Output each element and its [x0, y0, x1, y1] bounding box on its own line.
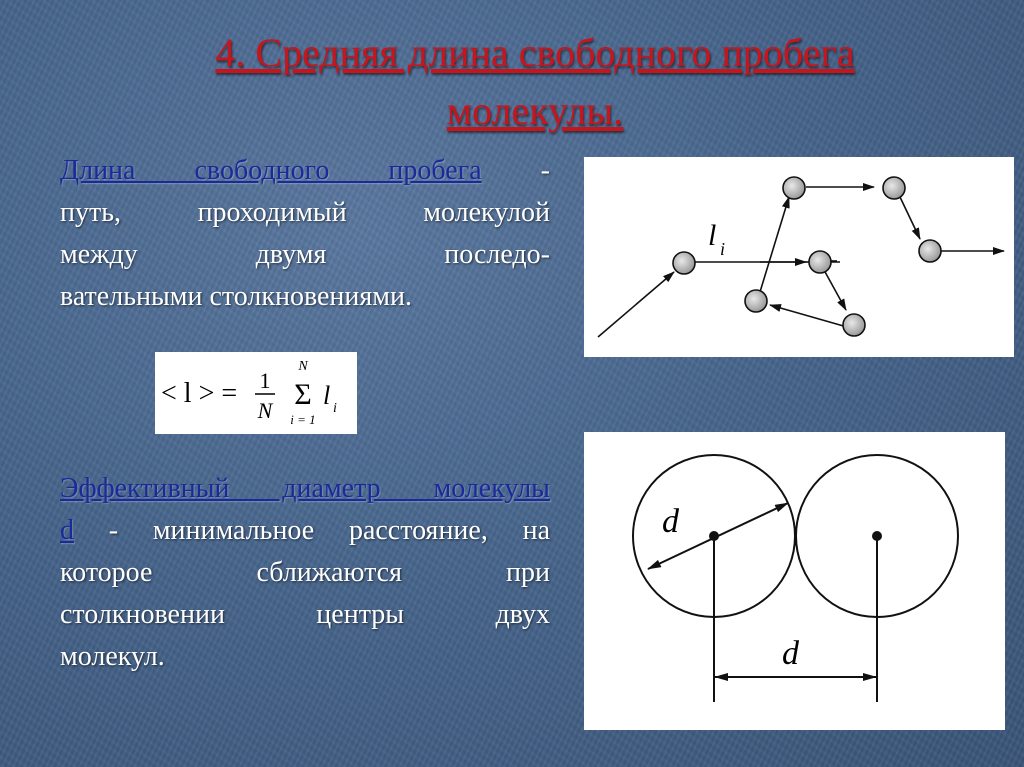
slide-title: 4. Средняя длина свободного пробега моле…: [150, 24, 920, 140]
term-effective-diameter: Эффективный диаметр молекулы: [60, 473, 550, 504]
molecule-7: [918, 239, 942, 263]
label-d-radius: d: [662, 503, 680, 540]
term-symbol-d: d: [60, 515, 74, 546]
title-line-2: молекулы.: [446, 88, 624, 133]
definition-free-path-line-3: между двумя последо-: [60, 239, 550, 270]
molecule-6: [882, 176, 906, 200]
term-free-path: Длина свободного пробега: [60, 155, 482, 186]
molecule-5: [782, 176, 806, 200]
definition-diameter-text-after-symbol: - минимальное расстояние, на: [74, 515, 550, 546]
title-line-1: 4. Средняя длина свободного пробега: [215, 30, 855, 75]
definition-free-path: Длина свободного пробега - путь, проходи…: [60, 150, 550, 318]
free-path-diagram: l i: [584, 157, 1014, 357]
formula-frac-num: 1: [260, 368, 271, 393]
formula-term-sub: i: [333, 401, 337, 416]
formula-svg: < l > = 1 N N Σ i = 1 l i: [161, 359, 337, 427]
label-li-sub: i: [720, 239, 725, 259]
molecule-1: [672, 251, 696, 275]
trajectory-segment-in: [597, 271, 675, 338]
definition-free-path-line-1: Длина свободного пробега -: [60, 150, 550, 192]
definition-free-path-line-4: вательными столкновениями.: [60, 281, 412, 312]
center-dot-left: [709, 531, 719, 541]
effective-diameter-diagram: d d: [584, 432, 1005, 730]
formula-sum-symbol: Σ: [294, 378, 311, 411]
formula-sum-bottom: i = 1: [290, 412, 315, 427]
formula-lhs: < l > =: [161, 378, 237, 409]
segment-mol4-mol5: [769, 304, 848, 328]
mean-free-path-formula: < l > = 1 N N Σ i = 1 l i: [155, 352, 357, 434]
definition-diameter-line-4: столкновении центры двух: [60, 599, 550, 630]
segment-mol5-mol6: [755, 196, 790, 306]
definition-diameter-line-5: молекул.: [60, 641, 165, 672]
dash: -: [481, 155, 550, 186]
definition-diameter-line-3: которое сближаются при: [60, 557, 550, 588]
label-d-distance: d: [782, 635, 800, 672]
molecule-3: [842, 313, 866, 337]
formula-term: l: [323, 381, 330, 410]
definition-diameter-line-1: Эффективный диаметр молекулы: [60, 468, 550, 510]
segment-mol3-mol4-arrow: [823, 269, 847, 311]
segment-mol7-mol8: [899, 196, 921, 240]
label-li: l: [708, 219, 716, 252]
molecule-2: [808, 250, 832, 274]
definition-free-path-line-2: путь, проходимый молекулой: [60, 197, 550, 228]
center-dot-right: [872, 531, 882, 541]
trajectory-svg: l i: [597, 176, 1005, 338]
molecule-4: [744, 289, 768, 313]
definition-effective-diameter: Эффективный диаметр молекулы d - минимал…: [60, 468, 550, 678]
formula-frac-den: N: [257, 398, 274, 423]
definition-diameter-line-2: d - минимальное расстояние, на: [60, 510, 550, 552]
diameter-svg: d d: [632, 454, 959, 702]
formula-sum-top: N: [297, 359, 308, 374]
